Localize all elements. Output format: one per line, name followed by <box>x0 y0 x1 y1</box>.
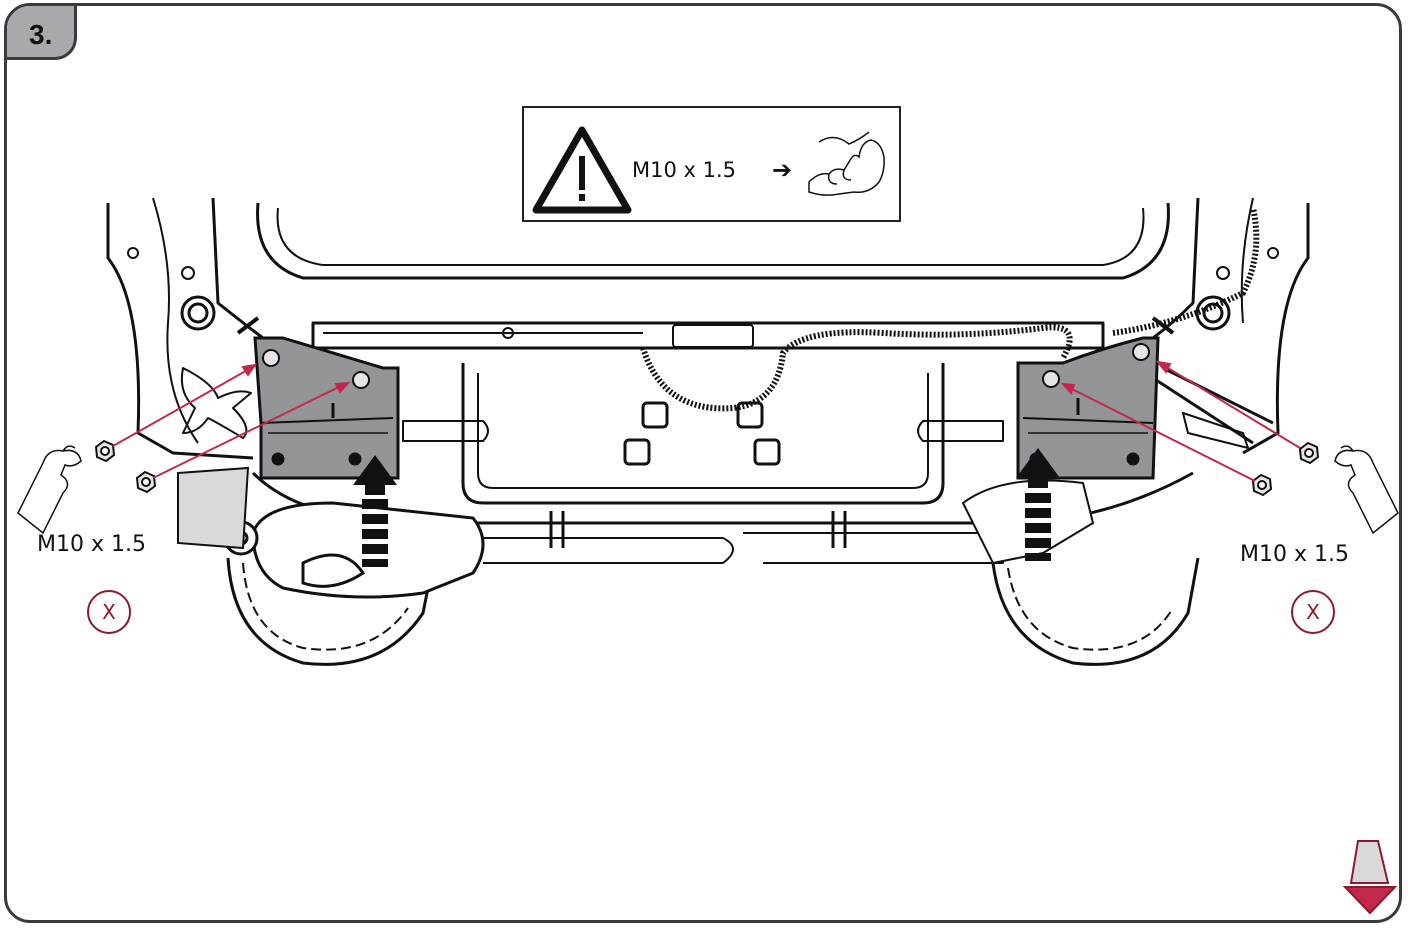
step-frame: 3. M10 x 1.5 ➔ M10 x 1.5 M10 x 1.5 X X <box>4 3 1402 923</box>
step-number: 3. <box>29 19 53 50</box>
wiring-harness <box>640 207 1260 412</box>
thread-spec-label: M10 x 1.5 <box>632 158 737 182</box>
left-mounting-bracket <box>253 336 400 480</box>
right-discard-marker: X <box>1291 590 1335 634</box>
hex-nuts <box>94 439 1320 497</box>
left-nut-spec-label: M10 x 1.5 <box>37 532 146 557</box>
assembly-illustration <box>17 197 1399 915</box>
step-number-tab: 3. <box>7 6 77 60</box>
hand-left-icon <box>17 445 82 535</box>
warning-triangle-icon <box>532 126 632 214</box>
lift-up-arrows <box>353 448 1060 567</box>
tow-bar-crossmember <box>1152 366 1274 450</box>
assembly-arrows <box>112 360 1301 482</box>
next-page-icon <box>1342 840 1398 915</box>
hand-right-icon <box>1334 445 1399 535</box>
hand-tighten-icon <box>808 131 885 196</box>
rear-wheels <box>226 557 1200 666</box>
left-discard-marker: X <box>87 590 131 634</box>
torque-warning-box: M10 x 1.5 ➔ <box>522 106 901 222</box>
arrow-right-icon: ➔ <box>772 156 793 184</box>
right-nut-spec-label: M10 x 1.5 <box>1240 542 1349 567</box>
